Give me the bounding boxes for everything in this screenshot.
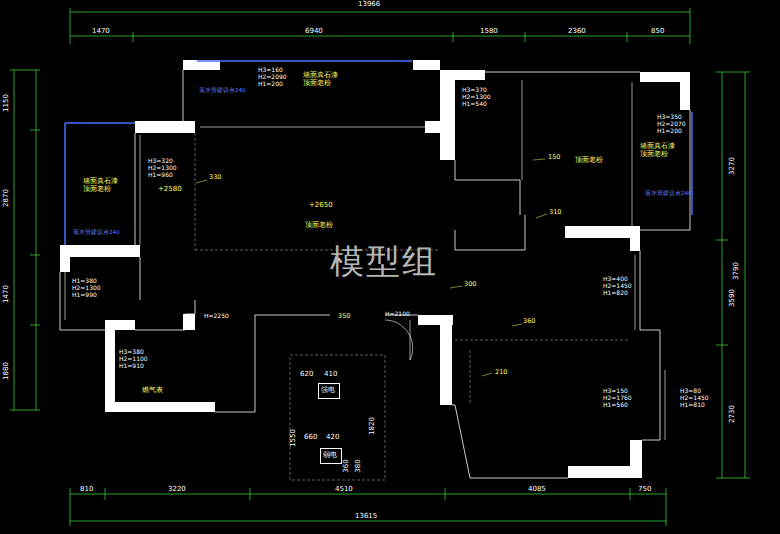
plan-label: 落水管建议点240 — [73, 229, 120, 235]
plan-label: 1550 — [289, 429, 297, 447]
plan-label: 420 — [326, 433, 339, 441]
plan-label: 750 — [638, 485, 651, 493]
plan-label: 810 — [80, 485, 93, 493]
plan-label: H3=320 H2=1300 H1=960 — [148, 158, 177, 179]
plan-label: H3=350 H2=2070 H1=200 — [657, 114, 686, 135]
plan-label: H=2100 — [385, 311, 410, 318]
plan-label: 1150 — [2, 94, 10, 112]
plan-label: 墙面真石漆 顶面老粉 — [303, 71, 338, 87]
plan-label: 150 — [547, 154, 561, 161]
plan-label: 360 — [342, 459, 350, 472]
plan-label: +2650 — [309, 201, 333, 209]
plan-label: H=2250 — [204, 313, 229, 320]
plan-label: 墙面真石漆 顶面老粉 — [83, 177, 118, 193]
plan-label: 落水管建议点240 — [199, 87, 246, 93]
plan-label: 13966 — [358, 0, 380, 8]
plan-label: 850 — [651, 27, 664, 35]
plan-label: 380 — [354, 459, 362, 472]
plan-label: 顶面老粉 — [305, 221, 333, 229]
plan-label: +2580 — [158, 185, 182, 193]
plan-label: 210 — [494, 369, 508, 376]
plan-label: 1580 — [480, 27, 498, 35]
plan-label: 2870 — [2, 189, 10, 207]
plan-label: 2730 — [728, 405, 736, 423]
panel-box: 弱电 — [320, 448, 342, 464]
panel-label: 弱电 — [321, 449, 341, 461]
plan-label: 2360 — [568, 27, 586, 35]
panel-box: 强电 — [318, 383, 340, 399]
plan-label: 1820 — [368, 417, 376, 435]
plan-label: H3=400 H2=1450 H1=820 — [603, 276, 632, 297]
plan-label: 墙面真石漆 顶面老粉 — [640, 142, 675, 158]
plan-label: 1470 — [92, 27, 110, 35]
plan-label: 4510 — [335, 485, 353, 493]
panel-label: 强电 — [319, 384, 339, 396]
watermark: 模型组 — [330, 242, 438, 281]
plan-label: 顶面老粉 — [575, 156, 603, 164]
plan-label: 3790 — [732, 262, 740, 280]
plan-label: H3=370 H2=1300 H1=540 — [462, 87, 491, 108]
plan-label: 13615 — [355, 512, 377, 520]
plan-label: H3=380 H2=1100 H1=910 — [119, 349, 148, 370]
plan-label: H3=150 H2=1760 H1=560 — [603, 388, 632, 409]
plan-label: 620 — [300, 370, 313, 378]
plan-label: 300 — [463, 281, 477, 288]
plan-label: 1470 — [2, 285, 10, 303]
plan-label: 310 — [548, 209, 562, 216]
plan-label: 3220 — [168, 485, 186, 493]
plan-label: 6940 — [305, 27, 323, 35]
plan-label: 410 — [324, 370, 337, 378]
plan-label: 350 — [337, 313, 351, 320]
plan-label: H3=80 H2=1450 H1=810 — [680, 388, 709, 409]
plan-label: 4085 — [528, 485, 546, 493]
plan-label: H1=380 H2=1300 H1=990 — [72, 278, 101, 299]
plan-label: 3590 — [728, 289, 736, 307]
plan-label: 落水管建议点240 — [645, 190, 692, 196]
plan-label: 360 — [522, 318, 536, 325]
plan-label: 燃气表 — [142, 386, 163, 394]
plan-label: 660 — [304, 433, 317, 441]
plan-label: 1880 — [2, 362, 10, 380]
plan-label: H3=160 H2=2090 H1=200 — [258, 67, 287, 88]
plan-label: 3270 — [728, 157, 736, 175]
plan-label: 330 — [208, 174, 222, 181]
